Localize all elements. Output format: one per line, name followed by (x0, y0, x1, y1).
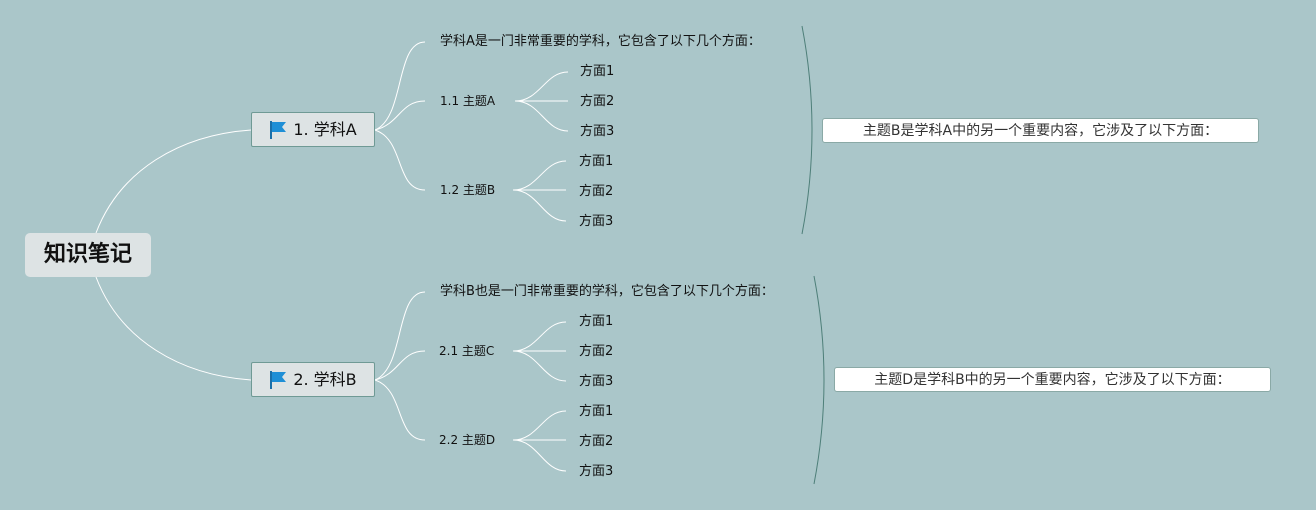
leaf-node[interactable]: 方面2 (580, 94, 615, 109)
branch-1-description[interactable]: 学科A是一门非常重要的学科，它包含了以下几个方面： (440, 34, 761, 49)
branch-node-1[interactable]: 1. 学科A (251, 112, 375, 147)
leaf-node[interactable]: 方面3 (579, 464, 614, 479)
link-topic-1-1-leaf-3 (514, 100, 569, 132)
branch-label-2: 2. 学科B (293, 369, 357, 389)
link-topic-1-2-leaf-1 (512, 160, 567, 191)
leaf-node[interactable]: 方面2 (579, 344, 614, 359)
topic-node-1-1[interactable]: 1.1 主题A (440, 94, 496, 108)
root-node[interactable]: 知识笔记 (25, 233, 151, 277)
summary-bracket-1 (801, 25, 813, 235)
summary-bracket-2 (813, 275, 825, 485)
topic-node-2-2[interactable]: 2.2 主题D (439, 433, 496, 447)
link-topic-2-2-leaf-3 (512, 439, 567, 472)
leaf-node[interactable]: 方面3 (580, 124, 615, 139)
topic-node-1-2[interactable]: 1.2 主题B (440, 183, 496, 197)
branch-node-2[interactable]: 2. 学科B (251, 362, 375, 397)
summary-label-2: 主题D是学科B中的另一个重要内容，它涉及了以下方面： (874, 371, 1231, 388)
link-branch-2-topic-1 (374, 350, 426, 381)
link-topic-2-2-leaf-1 (512, 410, 567, 441)
link-root-branch-1 (95, 129, 252, 234)
leaf-node[interactable]: 方面2 (579, 434, 614, 449)
leaf-node[interactable]: 方面1 (579, 154, 614, 169)
summary-node-1[interactable]: 主题B是学科A中的另一个重要内容，它涉及了以下方面： (822, 118, 1259, 143)
leaf-node[interactable]: 方面1 (579, 404, 614, 419)
branch-label-1: 1. 学科A (293, 119, 357, 139)
link-branch-2-topic-2 (374, 379, 426, 441)
topic-node-2-1[interactable]: 2.1 主题C (439, 344, 495, 358)
root-label: 知识笔记 (43, 242, 132, 267)
leaf-node[interactable]: 方面3 (579, 214, 614, 229)
summary-label-1: 主题B是学科A中的另一个重要内容，它涉及了以下方面： (862, 122, 1219, 139)
summary-node-2[interactable]: 主题D是学科B中的另一个重要内容，它涉及了以下方面： (834, 367, 1271, 392)
flag-icon (270, 370, 287, 389)
link-branch-1-description (374, 41, 426, 131)
flag-icon (270, 120, 287, 139)
link-topic-2-1-leaf-1 (512, 321, 567, 352)
link-topic-2-1-leaf-3 (512, 350, 567, 382)
link-branch-1-topic-1 (374, 100, 426, 131)
leaf-node[interactable]: 方面3 (579, 374, 614, 389)
link-branch-2-description (374, 291, 426, 381)
link-topic-1-1-leaf-1 (514, 71, 569, 102)
link-topic-1-2-leaf-3 (512, 189, 567, 222)
leaf-node[interactable]: 方面1 (579, 314, 614, 329)
link-branch-1-topic-2 (374, 129, 426, 191)
branch-2-description[interactable]: 学科B也是一门非常重要的学科，它包含了以下几个方面： (440, 284, 774, 299)
link-root-branch-2 (95, 276, 252, 381)
leaf-node[interactable]: 方面1 (580, 64, 615, 79)
leaf-node[interactable]: 方面2 (579, 184, 614, 199)
